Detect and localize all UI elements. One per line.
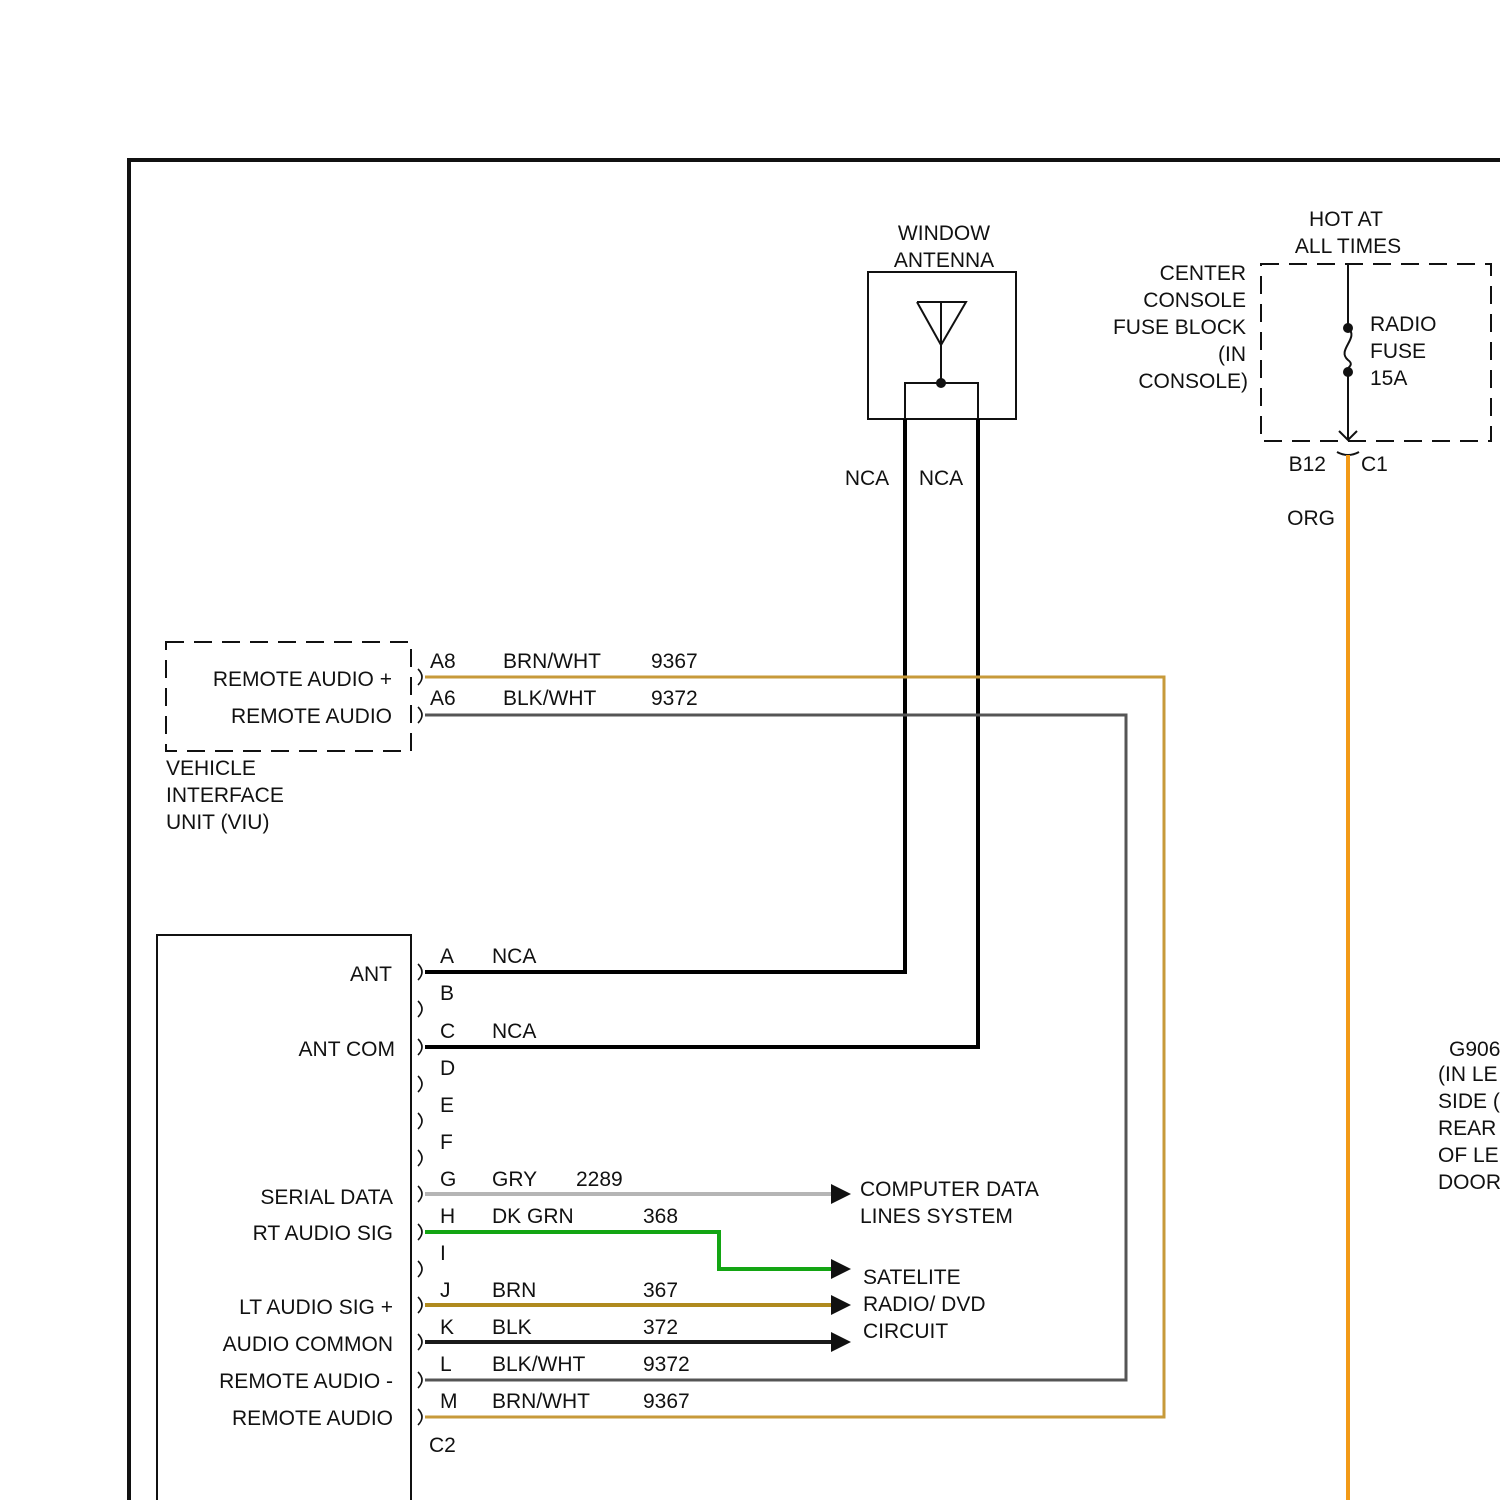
viu-pin-a6: A6 (430, 687, 456, 710)
arrow-right-icon (831, 1332, 851, 1352)
viu-pin-a8: A8 (430, 650, 456, 673)
radio-connector-c2: C2 (429, 1434, 456, 1457)
radio-pin-g-color: GRY (492, 1168, 537, 1191)
fuse-label-line2: FUSE (1370, 340, 1426, 363)
computer-data-line2: LINES SYSTEM (860, 1205, 1013, 1228)
window-antenna: WINDOW ANTENNA NCA NCA (845, 222, 1016, 490)
radio-pin-l-label: REMOTE AUDIO - (219, 1370, 393, 1393)
radio-pin-m-label: REMOTE AUDIO (232, 1407, 393, 1430)
radio-pin-c-color: NCA (492, 1020, 536, 1043)
fuse-block-name-line4: (IN (1218, 343, 1246, 366)
destination-labels: COMPUTER DATA LINES SYSTEM SATELITE RADI… (860, 1178, 1039, 1343)
viu-name-line3: UNIT (VIU) (166, 811, 269, 834)
radio-pin-h-circuit: 368 (643, 1205, 678, 1228)
viu-pin-a6-color: BLK/WHT (503, 687, 597, 710)
radio-pin-k-circuit: 372 (643, 1316, 678, 1339)
radio-pin-d: D (440, 1057, 455, 1080)
viu-name-line1: VEHICLE (166, 757, 256, 780)
vehicle-interface-unit: REMOTE AUDIO + REMOTE AUDIO VEHICLE INTE… (166, 642, 411, 834)
hot-at-line2: ALL TIMES (1295, 235, 1401, 258)
radio-pin-m-circuit: 9367 (643, 1390, 690, 1413)
viu-name-line2: INTERFACE (166, 784, 284, 807)
viu-outline (166, 642, 411, 751)
fuse-icon (1337, 264, 1359, 455)
antenna-left-wire-label: NCA (845, 467, 889, 490)
radio-pin-k: K (440, 1316, 454, 1339)
radio-pin-b: B (440, 982, 454, 1005)
viu-pin-a8-color: BRN/WHT (503, 650, 601, 673)
viu-pin-a8-label: REMOTE AUDIO + (213, 668, 392, 691)
ground-g906: G906 (IN LE SIDE ( REAR OF LE DOOR (1438, 1038, 1500, 1194)
radio-pin-j-circuit: 367 (643, 1279, 678, 1302)
arrow-icons (831, 1184, 851, 1352)
center-console-fuse-block: HOT AT ALL TIMES CENTER CONSOLE FUSE BLO… (1113, 208, 1491, 530)
viu-pin-a6-label: REMOTE AUDIO (231, 705, 392, 728)
radio-pin-l-color: BLK/WHT (492, 1353, 586, 1376)
viu-pin-a6-circuit: 9372 (651, 687, 698, 710)
fuse-block-name-line3: FUSE BLOCK (1113, 316, 1246, 339)
radio-pin-l-circuit: 9372 (643, 1353, 690, 1376)
radio-pin-m: M (440, 1390, 458, 1413)
radio-pin-a: A (440, 945, 454, 968)
radio-pin-c: C (440, 1020, 455, 1043)
connector-cavities (418, 669, 422, 1425)
ground-line5: OF LE (1438, 1144, 1499, 1167)
radio-pin-i: I (440, 1242, 446, 1265)
fuse-block-name-line1: CENTER (1160, 262, 1246, 285)
satellite-line2: RADIO/ DVD (863, 1293, 986, 1316)
radio-pin-f: F (440, 1131, 453, 1154)
radio-pin-c-label: ANT COM (299, 1038, 395, 1061)
ground-line3: SIDE ( (1438, 1090, 1500, 1113)
radio-pin-h-color: DK GRN (492, 1205, 574, 1228)
arrow-right-icon (831, 1259, 851, 1279)
fuse-label-line1: RADIO (1370, 313, 1437, 336)
arrow-right-icon (831, 1184, 851, 1204)
ground-line1: G906 (1449, 1038, 1500, 1061)
satellite-line1: SATELITE (863, 1266, 961, 1289)
arrow-right-icon (831, 1295, 851, 1315)
radio-pin-a-color: NCA (492, 945, 536, 968)
antenna-icon (905, 302, 978, 419)
fuse-block-name-line5: CONSOLE) (1138, 370, 1248, 393)
computer-data-line1: COMPUTER DATA (860, 1178, 1039, 1201)
ground-line4: REAR (1438, 1117, 1496, 1140)
fuse-label-line3: 15A (1370, 367, 1407, 390)
radio-pin-a-label: ANT (350, 963, 392, 986)
antenna-title-line1: WINDOW (898, 222, 990, 245)
radio-pin-g-circuit: 2289 (576, 1168, 623, 1191)
radio-pin-j-label: LT AUDIO SIG + (239, 1296, 393, 1319)
viu-pin-a8-circuit: 9367 (651, 650, 698, 673)
org-wire-label: ORG (1287, 507, 1335, 530)
wire-dk-grn-368 (425, 1232, 835, 1269)
radio-pin-j-color: BRN (492, 1279, 536, 1302)
radio-pin-h: H (440, 1205, 455, 1228)
radio-pin-m-color: BRN/WHT (492, 1390, 590, 1413)
hot-at-line1: HOT AT (1309, 208, 1383, 231)
ground-line2: (IN LE (1438, 1063, 1498, 1086)
ground-line6: DOOR (1438, 1171, 1500, 1194)
radio-pin-l: L (440, 1353, 452, 1376)
viu-wire-labels: A8 BRN/WHT 9367 A6 BLK/WHT 9372 (430, 650, 698, 710)
radio-pin-g: G (440, 1168, 456, 1191)
radio-pin-e: E (440, 1094, 454, 1117)
fuse-block-name-line2: CONSOLE (1143, 289, 1246, 312)
radio-pin-k-label: AUDIO COMMON (223, 1333, 393, 1356)
radio-pin-g-label: SERIAL DATA (260, 1186, 393, 1209)
fuse-pin-right: C1 (1361, 453, 1388, 476)
fuse-pin-left: B12 (1289, 453, 1326, 476)
radio-pin-j: J (440, 1279, 451, 1302)
antenna-right-wire-label: NCA (919, 467, 963, 490)
radio-pin-h-label: RT AUDIO SIG (253, 1222, 393, 1245)
antenna-title-line2: ANTENNA (894, 249, 994, 272)
radio-pin-k-color: BLK (492, 1316, 532, 1339)
satellite-line3: CIRCUIT (863, 1320, 948, 1343)
